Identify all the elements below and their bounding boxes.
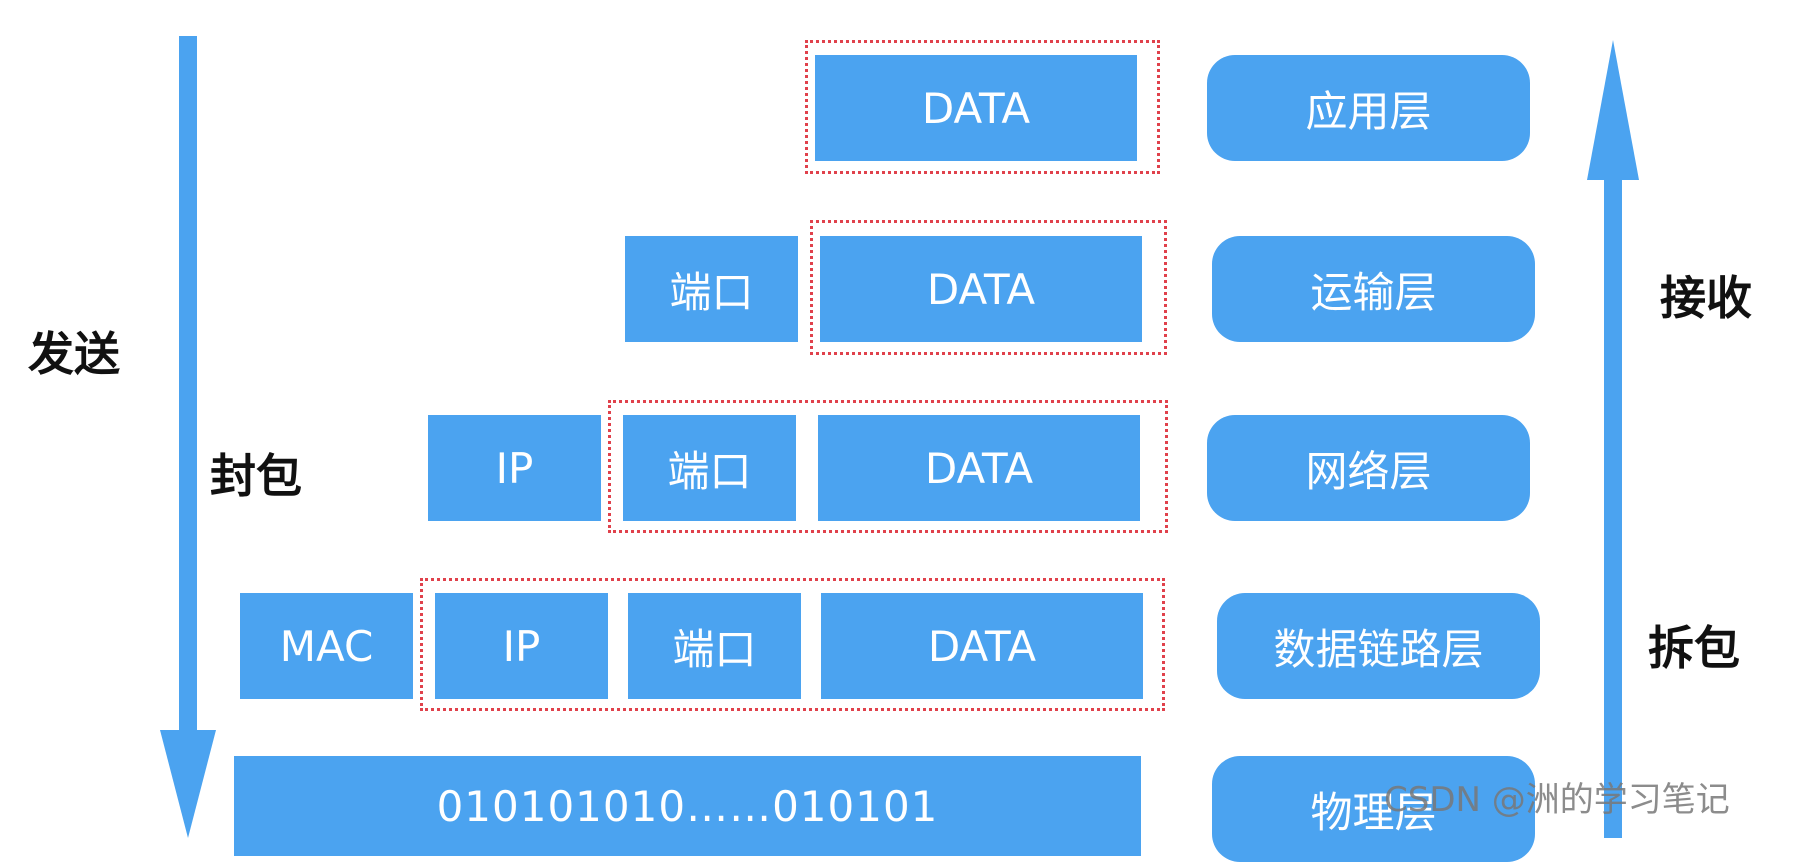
layer-network: 网络层	[1207, 415, 1530, 521]
physical-bitstream-block: 010101010……010101	[234, 756, 1141, 856]
csdn-watermark: CSDN @洲的学习笔记	[1384, 780, 1730, 820]
decapsulate-label: 拆包	[1648, 621, 1740, 675]
data-block: DATA	[818, 415, 1140, 521]
port-header-block: 端口	[625, 236, 798, 342]
layer-datalink: 数据链路层	[1217, 593, 1540, 699]
send-label: 发送	[28, 327, 120, 381]
encapsulate-label: 封包	[210, 449, 302, 503]
layer-application: 应用层	[1207, 55, 1530, 161]
data-block: DATA	[820, 236, 1142, 342]
send-arrow	[160, 36, 216, 838]
receive-arrow	[1587, 40, 1639, 838]
port-header-block: 端口	[623, 415, 796, 521]
layer-transport: 运输层	[1212, 236, 1535, 342]
data-block: DATA	[821, 593, 1143, 699]
direction-arrows	[160, 36, 1639, 838]
ip-header-block: IP	[428, 415, 601, 521]
payload-dotted-outline-application	[805, 40, 1160, 174]
mac-header-block: MAC	[240, 593, 413, 699]
payload-dotted-outline-network	[608, 400, 1168, 533]
payload-dotted-outline-transport	[810, 220, 1167, 355]
data-block: DATA	[815, 55, 1137, 161]
port-header-block: 端口	[628, 593, 801, 699]
payload-dotted-outline-datalink	[420, 578, 1165, 711]
ip-header-block: IP	[435, 593, 608, 699]
receive-label: 接收	[1660, 271, 1752, 325]
